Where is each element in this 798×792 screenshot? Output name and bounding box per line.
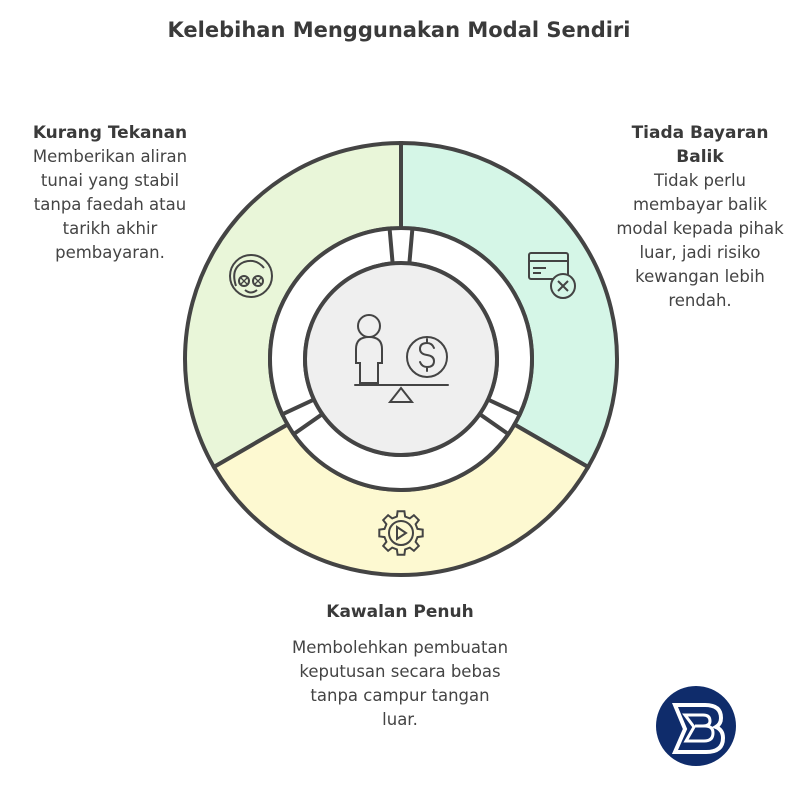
segment-heading: Kawalan Penuh [326,602,474,622]
relaxed-face-icon [229,254,273,298]
segment-heading: Tiada Bayaran Balik [631,123,769,167]
segment-text-tiada-bayaran-balik: Tiada Bayaran Balik Tidak perlu membayar… [610,121,790,313]
segment-heading: Kurang Tekanan [32,123,188,143]
gear-play-icon [378,510,424,556]
brand-logo [656,686,736,766]
credit-card-cancel-icon [528,252,576,299]
segment-description: Membolehkan pembuatan keputusan secara b… [291,638,509,729]
person-money-balance-icon [354,314,449,403]
segment-text-kawalan-penuh: Kawalan Penuh Membolehkan pembuatan kepu… [290,600,510,732]
segment-text-kurang-tekanan: Kurang Tekanan Memberikan aliran tunai y… [20,121,200,265]
segment-description: Tidak perlu membayar balik modal kepada … [616,171,784,310]
center-circle [303,261,499,457]
segment-description: Memberikan aliran tunai yang stabil tanp… [32,147,188,262]
page-title: Kelebihan Menggunakan Modal Sendiri [167,18,631,42]
